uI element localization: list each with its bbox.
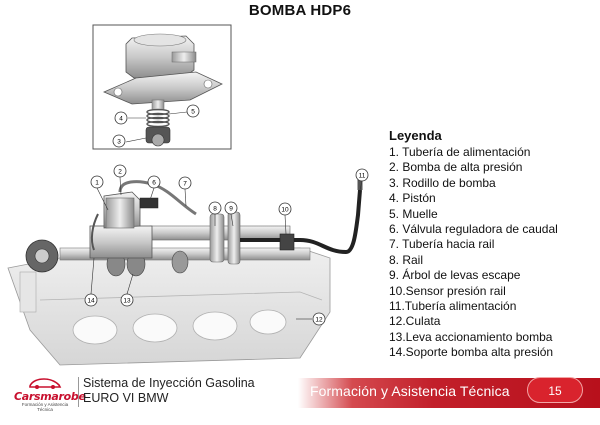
- callout-6-text: 6: [152, 180, 156, 187]
- callout-4: 4: [114, 111, 128, 125]
- callout-2-text: 2: [118, 169, 122, 176]
- legend-item: 7. Tubería hacia rail: [389, 237, 495, 252]
- callout-6: 6: [147, 175, 161, 201]
- course-line-1: Sistema de Inyección Gasolina: [83, 376, 255, 390]
- callout-1-text: 1: [95, 180, 99, 187]
- callout-10-text: 10: [281, 207, 289, 214]
- legend-item: 1. Tubería de alimentación: [389, 145, 531, 159]
- slide-footer: Carsmarobe Formación y Asistencia Técnic…: [0, 373, 600, 413]
- course-title: Sistema de Inyección Gasolina EURO VI BM…: [83, 376, 255, 406]
- callout-4-text: 4: [119, 116, 123, 123]
- callout-markers: 1 2 3 4 5 6 7 8 9 10 11 12 13 14: [84, 104, 369, 326]
- legend-item: 8. Rail: [389, 252, 424, 267]
- callout-1: 1: [90, 175, 109, 211]
- legend-item: 14.Soporte bomba alta presión: [389, 345, 554, 360]
- legend-item: 9. Árbol de levas escape: [389, 268, 521, 283]
- callout-5: 5: [186, 104, 200, 118]
- callout-12-text: 12: [315, 317, 323, 324]
- legend-list: 1. Tubería de alimentación 2. Bomba de a…: [389, 145, 558, 361]
- callout-13-text: 13: [123, 298, 131, 305]
- callout-10: 10: [278, 202, 292, 235]
- footer-divider: [78, 377, 79, 407]
- callout-5-text: 5: [191, 109, 195, 116]
- legend-item: 2. Bomba de alta presión: [389, 160, 523, 175]
- callout-9: 9: [224, 201, 238, 227]
- callout-14-text: 14: [87, 298, 95, 305]
- course-line-2: EURO VI BMW: [83, 391, 169, 405]
- callout-7-text: 7: [183, 181, 187, 188]
- brand-name: Carsmarobe: [14, 390, 86, 403]
- callout-9-text: 9: [229, 206, 233, 213]
- legend: Leyenda 1. Tubería de alimentación 2. Bo…: [389, 128, 558, 361]
- footer-slogan: Formación y Asistencia Técnica: [310, 383, 510, 399]
- cylinder-head: [7, 247, 331, 366]
- camshafts-and-rail: [25, 211, 311, 277]
- callout-11-text: 11: [359, 173, 366, 180]
- callout-13: 13: [120, 273, 134, 307]
- page-number-badge: 15: [527, 377, 583, 403]
- callout-14: 14: [84, 257, 98, 307]
- legend-item: 4. Pistón: [389, 191, 436, 206]
- callout-11: 11: [355, 168, 369, 191]
- legend-item: 13.Leva accionamiento bomba: [389, 329, 553, 344]
- callout-12: 12: [296, 312, 326, 326]
- legend-item: 10.Sensor presión rail: [389, 283, 506, 298]
- callout-2: 2: [113, 164, 127, 196]
- callout-8-text: 8: [213, 206, 217, 213]
- callout-3-text: 3: [117, 139, 121, 146]
- legend-item: 12.Culata: [389, 314, 441, 329]
- inset-exploded-pump: [92, 24, 232, 150]
- legend-item: 5. Muelle: [389, 206, 438, 221]
- callout-7: 7: [178, 176, 192, 207]
- high-pressure-pump: [89, 180, 197, 259]
- legend-title: Leyenda: [389, 128, 442, 143]
- legend-item: 11.Tubería alimentación: [389, 299, 517, 314]
- legend-item: 3. Rodillo de bomba: [389, 175, 496, 190]
- callout-3: 3: [112, 134, 126, 148]
- car-logo-icon: [29, 378, 62, 389]
- fuel-lines: [240, 175, 363, 255]
- brand-tagline: Formación y Asistencia Técnica: [21, 402, 69, 412]
- brand-logo: Carsmarobe Formación y Asistencia Técnic…: [14, 375, 86, 412]
- legend-item: 6. Válvula reguladora de caudal: [389, 222, 558, 237]
- slide-title: BOMBA HDP6: [248, 2, 352, 19]
- callout-8: 8: [208, 201, 222, 226]
